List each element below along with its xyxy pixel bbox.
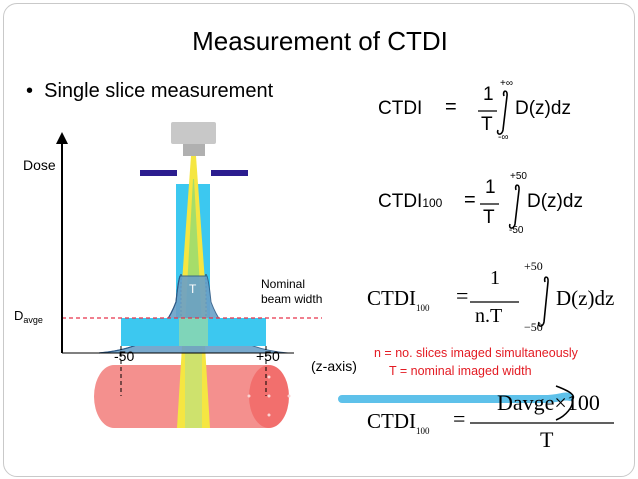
slide: Measurement of CTDI • Single slice measu… bbox=[3, 3, 635, 477]
collimator-right bbox=[211, 170, 248, 176]
eq1-denominator: T bbox=[481, 114, 493, 135]
integral-sign-1 bbox=[496, 90, 508, 135]
eq2-numerator: 1 bbox=[485, 177, 496, 198]
integral-sign-2 bbox=[508, 184, 520, 229]
eq2-lower-limit: -50 bbox=[509, 225, 524, 236]
eq3-numerator: 1 bbox=[490, 267, 500, 289]
eq3-upper-limit: +50 bbox=[524, 259, 543, 273]
tick-plus-label: +50 bbox=[256, 348, 280, 364]
eq4-equals: = bbox=[453, 406, 466, 431]
eq1-integrand: D(z)dz bbox=[515, 98, 571, 119]
eq1-equals: = bbox=[445, 96, 457, 118]
davg-label: Davge bbox=[14, 308, 43, 325]
eq3-equals: = bbox=[456, 283, 469, 308]
pointer-arrow bbox=[338, 392, 574, 403]
t-label: T bbox=[189, 282, 197, 296]
eq3-integrand: D(z)dz bbox=[556, 286, 615, 310]
tick-minus-label: -50 bbox=[114, 348, 135, 364]
note-n-definition: n = no. slices imaged simultaneously bbox=[374, 346, 578, 360]
collimator-left bbox=[140, 170, 177, 176]
slide-title: Measurement of CTDI bbox=[192, 26, 448, 56]
eq1-lower-limit: -∞ bbox=[498, 132, 509, 143]
eq1-upper-limit: +∞ bbox=[500, 78, 513, 89]
z-axis-label: (z-axis) bbox=[311, 358, 357, 374]
pointer-arrow-head bbox=[555, 385, 575, 421]
bullet-item: • Single slice measurement bbox=[26, 80, 273, 103]
eq2-integrand: D(z)dz bbox=[527, 191, 583, 212]
eq3-lhs: CTDI100 bbox=[367, 286, 430, 313]
eq1-lhs: CTDI bbox=[378, 98, 423, 119]
fan-beam-core bbox=[185, 346, 202, 428]
eq3-lower-limit: −50 bbox=[524, 320, 543, 334]
ctdi-diagram bbox=[56, 90, 614, 428]
bullet-text: Single slice measurement bbox=[44, 80, 274, 102]
integral-sign-3 bbox=[537, 276, 549, 327]
bullet-dot: • bbox=[26, 80, 34, 102]
dose-axis-arrowhead bbox=[56, 132, 68, 144]
eq4-denominator: T bbox=[540, 427, 554, 452]
eq4-numerator: Davge×100 bbox=[497, 390, 600, 415]
nominal-label: Nominal beam width bbox=[261, 277, 323, 306]
eq3-denominator: n.T bbox=[475, 305, 503, 327]
note-t-definition: T = nominal imaged width bbox=[389, 364, 532, 378]
eq2-equals: = bbox=[464, 189, 476, 211]
eq2-lhs: CTDI100 bbox=[378, 191, 443, 212]
x-ray-tube bbox=[171, 122, 216, 156]
eq4-lhs: CTDI100 bbox=[367, 409, 430, 436]
dose-axis-label: Dose bbox=[23, 157, 56, 173]
eq1-numerator: 1 bbox=[483, 84, 494, 105]
eq2-denominator: T bbox=[483, 207, 495, 228]
eq2-upper-limit: +50 bbox=[510, 171, 527, 182]
